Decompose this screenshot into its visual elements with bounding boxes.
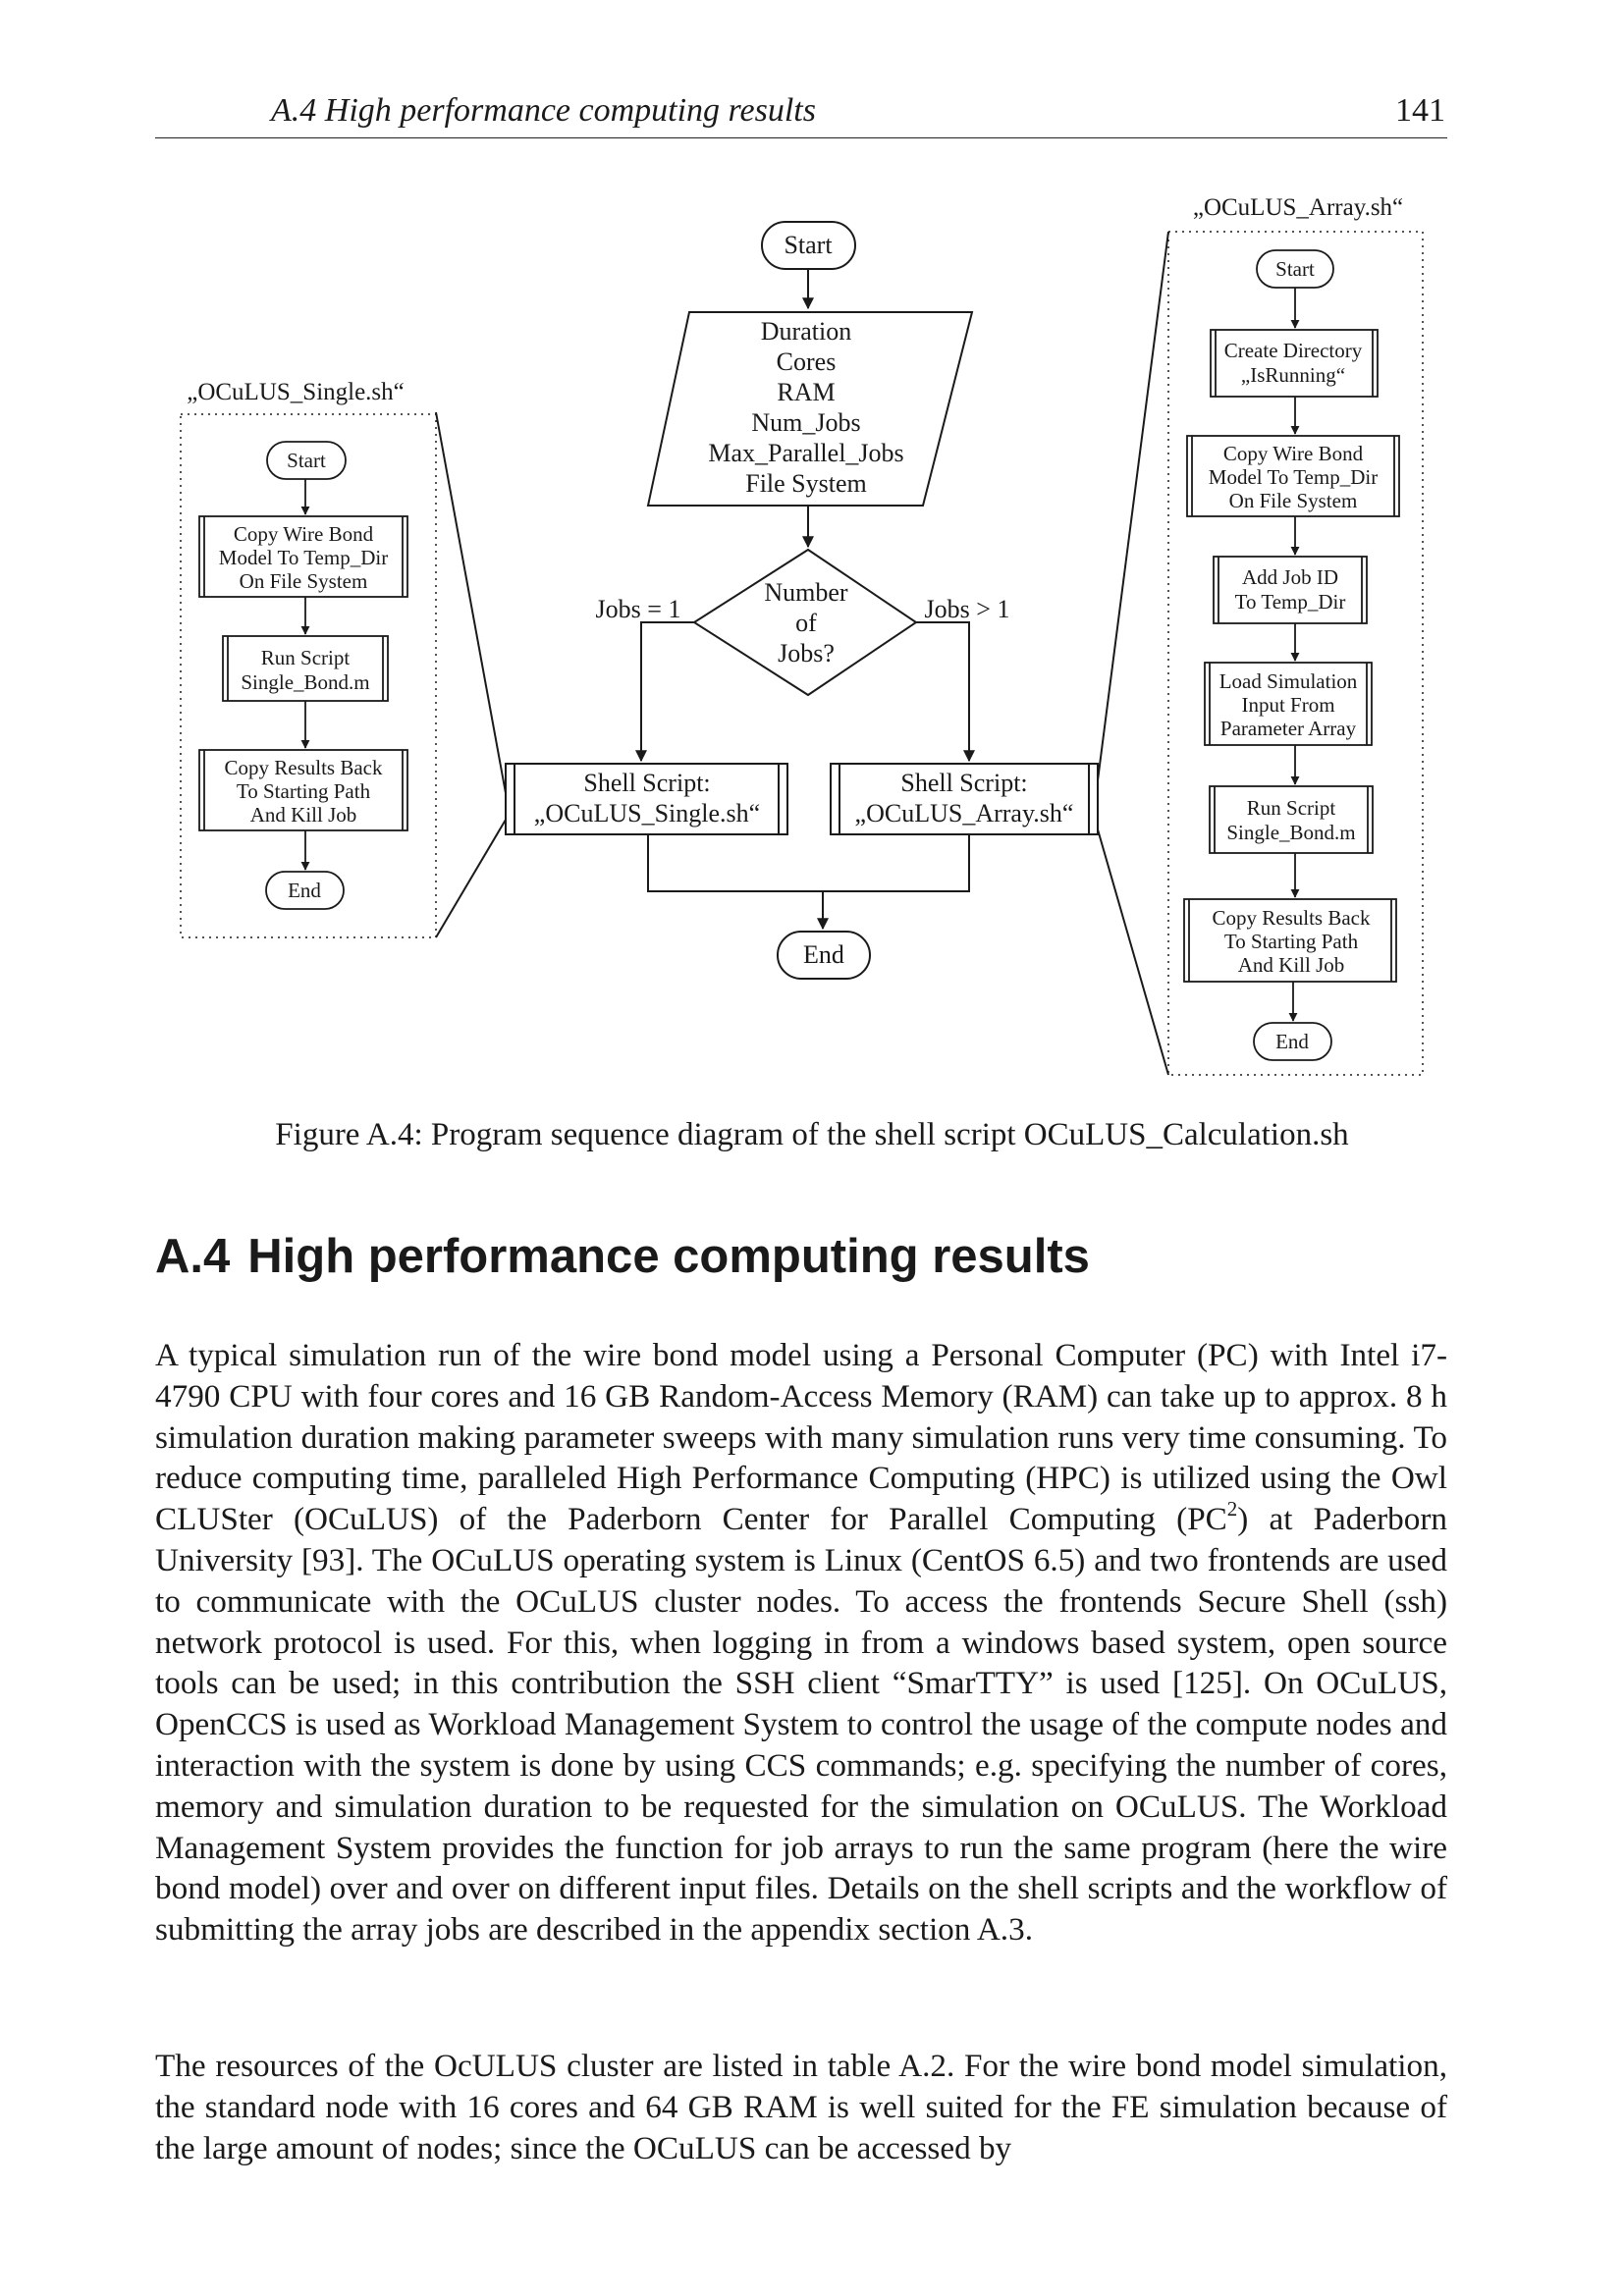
array-step-5-line-2: Single_Bond.m (1226, 821, 1355, 844)
array-step-3-line-1: Add Job ID (1242, 565, 1338, 589)
shell-single-line-1: Shell Script: (583, 769, 710, 797)
input-duration: Duration (761, 317, 851, 346)
main-end-label: End (803, 940, 844, 969)
page-number: 141 (1395, 92, 1445, 129)
array-end-label: End (1275, 1030, 1309, 1053)
array-script-dotted-frame (1167, 231, 1424, 1076)
section-number: A.4 (155, 1230, 231, 1283)
single-step-1-line-3: On File System (240, 569, 368, 593)
single-step-2-line-2: Single_Bond.m (241, 670, 369, 694)
single-step-3-box (198, 749, 408, 831)
single-script-title: „OCuLUS_Single.sh“ (187, 379, 405, 405)
single-step-3-line-1: Copy Results Back (225, 756, 383, 779)
shell-array-line-2: „OCuLUS_Array.sh“ (855, 799, 1074, 828)
single-start-terminal (266, 441, 347, 480)
input-cores: Cores (777, 347, 837, 376)
single-end-label: End (288, 879, 321, 902)
array-step-4-line-1: Load Simulation (1219, 669, 1358, 693)
array-start-label: Start (1275, 257, 1315, 281)
header-section-title: A.4 High performance computing results (271, 92, 816, 129)
program-sequence-figure: Start Duration Cores RAM Num_Jobs Max_Pa… (0, 187, 1624, 1099)
shell-array-line-1: Shell Script: (900, 769, 1027, 797)
single-script-panel (180, 413, 437, 938)
figure-caption: Figure A.4: Program sequence diagram of … (275, 1117, 1349, 1152)
single-step-3-line-3: And Kill Job (250, 803, 357, 827)
array-step-2-line-2: Model To Temp_Dir (1209, 465, 1378, 489)
branch-left-label: Jobs = 1 (596, 595, 681, 623)
array-step-4-line-3: Parameter Array (1220, 717, 1357, 740)
main-start-label: Start (784, 231, 833, 259)
array-step-3-line-2: To Temp_Dir (1235, 590, 1346, 614)
shell-single-line-2: „OCuLUS_Single.sh“ (534, 799, 760, 828)
array-step-1-line-2: „IsRunning“ (1241, 363, 1345, 387)
main-flow-text: Start Duration Cores RAM Num_Jobs Max_Pa… (534, 231, 1074, 969)
running-header: A.4 High performance computing results 1… (155, 88, 1447, 138)
array-step-6-box (1183, 898, 1397, 983)
paragraph-1-text-a: A typical simulation run of the wire bon… (155, 1337, 1447, 1538)
array-script-panel (1167, 231, 1424, 1076)
input-ram: RAM (777, 378, 835, 406)
single-script-dotted-frame (180, 413, 437, 938)
main-flow (435, 221, 1169, 1076)
array-step-2-line-1: Copy Wire Bond (1223, 442, 1364, 465)
array-script-text: „OCuLUS_Array.sh“ Start Create Directory… (1193, 194, 1403, 1053)
array-step-6-line-3: And Kill Job (1238, 953, 1345, 977)
branch-right-label: Jobs > 1 (925, 595, 1010, 623)
decision-line-1: Number (764, 578, 848, 607)
single-step-1-line-1: Copy Wire Bond (234, 522, 374, 546)
main-shell-single-box (505, 763, 788, 835)
array-step-2-line-3: On File System (1229, 489, 1358, 512)
paragraph-1: A typical simulation run of the wire bon… (155, 1335, 1447, 1950)
single-end-terminal (265, 871, 345, 910)
array-step-5-box (1209, 785, 1374, 854)
array-step-1-line-1: Create Directory (1224, 339, 1363, 362)
section-heading: A.4 High performance computing results (155, 1229, 1090, 1284)
decision-line-3: Jobs? (778, 639, 835, 667)
input-num-jobs: Num_Jobs (751, 408, 860, 437)
paragraph-1-text-b: ) at Paderborn University [93]. The OCuL… (155, 1501, 1447, 1949)
single-script-text: „OCuLUS_Single.sh“ Start Copy Wire Bond … (187, 379, 405, 902)
single-step-1-box (198, 515, 408, 598)
input-max-parallel-jobs: Max_Parallel_Jobs (708, 439, 903, 467)
single-step-3-line-2: To Starting Path (237, 779, 371, 803)
array-step-3-box (1213, 556, 1368, 624)
main-decision-diamond (692, 548, 918, 697)
main-end-terminal (777, 931, 871, 980)
array-end-terminal (1253, 1022, 1332, 1061)
array-step-1-box (1210, 329, 1379, 398)
input-file-system: File System (745, 469, 867, 498)
single-step-2-line-1: Run Script (261, 646, 351, 669)
decision-line-2: of (795, 609, 817, 637)
main-shell-array-box (830, 763, 1099, 835)
single-step-1-line-2: Model To Temp_Dir (219, 546, 388, 569)
array-step-6-line-1: Copy Results Back (1213, 906, 1371, 930)
section-title: High performance computing results (247, 1230, 1090, 1283)
array-step-2-box (1186, 435, 1400, 517)
paragraph-1-superscript: 2 (1226, 1497, 1238, 1522)
array-step-6-line-2: To Starting Path (1224, 930, 1359, 953)
array-step-5-line-1: Run Script (1247, 796, 1336, 820)
paragraph-2: The resources of the OcULUS cluster are … (155, 2048, 1447, 2166)
array-step-4-line-2: Input From (1241, 693, 1334, 717)
main-input-parallelogram (646, 311, 974, 507)
array-script-title: „OCuLUS_Array.sh“ (1193, 194, 1403, 221)
array-step-4-box (1204, 662, 1373, 746)
single-start-label: Start (287, 449, 326, 472)
